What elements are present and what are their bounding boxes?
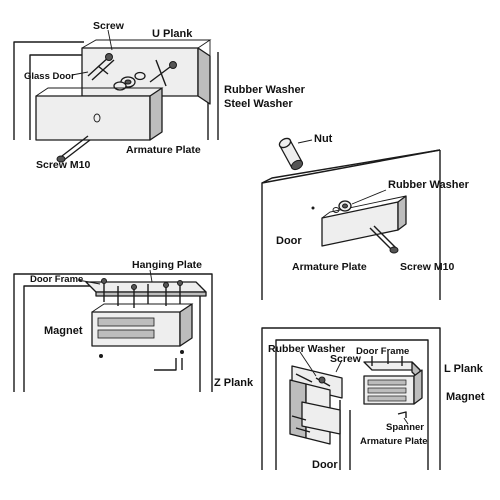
- label-hanging-plate: Hanging Plate: [132, 259, 202, 271]
- panel-2-wood-door-assembly: Nut Rubber Washer Door Armature Plate Sc…: [261, 133, 470, 300]
- magnet: [91, 303, 194, 358]
- label-door-4: Door: [312, 459, 338, 471]
- panel-1-glass-door-assembly: Screw U Plank Glass Door Rubber Washer S…: [13, 20, 306, 171]
- door-top-edge: [261, 149, 441, 184]
- label-door-frame: Door Frame: [30, 274, 83, 285]
- label-armature-plate: Armature Plate: [126, 144, 201, 156]
- allen-key: [154, 358, 183, 371]
- label-screw: Screw: [93, 20, 125, 32]
- door-frame-outline: [13, 41, 84, 140]
- armature-plate-4: [301, 401, 341, 435]
- label-screw-m10-2: Screw M10: [400, 261, 454, 273]
- label-glass-door: Glass Door: [24, 71, 75, 82]
- label-rubber-washer: Rubber Washer: [224, 84, 306, 96]
- label-magnet-4: Magnet: [446, 391, 485, 403]
- screw-set-upper: [87, 53, 177, 87]
- label-rubber-washer-2: Rubber Washer: [388, 179, 470, 191]
- spanner: [397, 411, 409, 425]
- label-door: Door: [276, 235, 302, 247]
- label-spanner: Spanner: [386, 422, 424, 433]
- label-nut: Nut: [314, 133, 333, 145]
- label-screw-m10: Screw M10: [36, 159, 90, 171]
- glass-door-edge: [29, 54, 84, 140]
- screw-m10-2: [369, 225, 399, 254]
- z-plank-screws: [291, 373, 331, 433]
- mounting-screws: [101, 278, 183, 308]
- l-plank-magnet: [363, 354, 423, 405]
- door-frame-inner-4: [275, 339, 429, 470]
- panel-3-magnet-mounting: Door Frame Hanging Plate Magnet: [13, 259, 213, 392]
- label-z-plank: Z Plank: [214, 377, 254, 389]
- label-l-plank: L Plank: [444, 363, 484, 375]
- label-u-plank: U Plank: [152, 28, 193, 40]
- armature-plate: [35, 87, 164, 141]
- label-door-frame-4: Door Frame: [356, 346, 409, 357]
- door-frame-outline-3: [13, 273, 213, 392]
- label-armature-plate-4: Armature Plate: [360, 436, 428, 447]
- label-armature-plate-2: Armature Plate: [292, 261, 367, 273]
- label-rubber-washer-4: Rubber Washer: [268, 343, 345, 355]
- label-magnet: Magnet: [44, 325, 83, 337]
- nut: [278, 137, 313, 171]
- label-screw-4: Screw: [330, 353, 362, 365]
- armature-plate-2: [321, 195, 407, 247]
- rubber-washer-2: [311, 189, 387, 213]
- screw-m10: [56, 135, 91, 163]
- hanging-plate: [85, 281, 207, 297]
- panel-4-zl-bracket-assembly: Rubber Washer Screw Door Frame L Plank Z…: [214, 327, 485, 471]
- label-steel-washer: Steel Washer: [224, 98, 293, 110]
- door-frame-outline-4: [261, 327, 441, 470]
